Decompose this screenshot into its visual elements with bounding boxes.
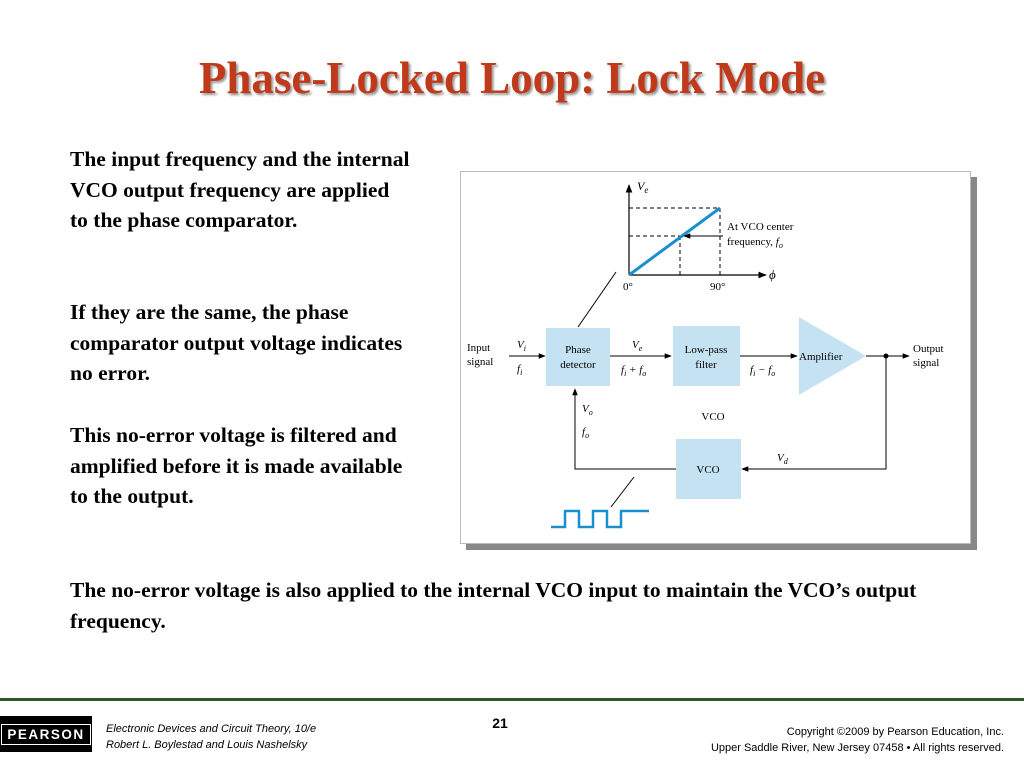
fi-minus-fo-label: fi − fo — [750, 364, 775, 378]
amplifier-block — [799, 317, 866, 395]
graph-tick-90: 90° — [710, 281, 725, 293]
graph-leader-line — [577, 271, 617, 328]
fo-label: fo — [582, 426, 589, 440]
slide-title: Phase-Locked Loop: Lock Mode — [198, 53, 826, 103]
footer-copyright-line2: Upper Saddle River, New Jersey 07458 • A… — [710, 742, 1004, 754]
page-number: 21 — [492, 715, 508, 731]
footer-copyright: Copyright ©2009 by Pearson Education, In… — [711, 724, 1004, 756]
square-wave-leader — [610, 476, 635, 508]
vco-block-label: VCO — [696, 464, 719, 476]
vco-square-wave — [551, 509, 649, 529]
vi-label: Vi — [517, 339, 526, 353]
paragraph-input-frequency: The input frequency and the internal VCO… — [70, 147, 410, 232]
vco-block — [676, 439, 741, 499]
footer-book-info: Electronic Devices and Circuit Theory, 1… — [106, 721, 316, 753]
output-label-1: Output — [913, 343, 944, 355]
paragraph-same-frequency: If they are the same, the phase comparat… — [70, 300, 403, 385]
vco-caption: VCO — [701, 411, 724, 423]
phase-detector-label-1: Phase — [565, 344, 591, 356]
fi-plus-fo-label: fi + fo — [621, 364, 646, 378]
characteristic-graph: Ve ϕ 0° 90° At VCO center frequency, fo — [577, 179, 794, 328]
pll-diagram-svg: Ve ϕ 0° 90° At VCO center frequency, fo … — [467, 179, 944, 529]
vo-label: Vo — [582, 403, 593, 417]
input-label-1: Input — [467, 342, 490, 354]
graph-x-label: ϕ — [769, 267, 776, 282]
footer-copyright-line1: Copyright ©2009 by Pearson Education, In… — [786, 726, 1004, 738]
low-pass-filter-block — [673, 326, 740, 386]
footer-book-title: Electronic Devices and Circuit Theory, 1… — [106, 723, 317, 735]
ve-label: Ve — [632, 339, 643, 353]
pearson-logo: PEARSON — [0, 716, 92, 752]
phase-detector-block — [546, 328, 610, 386]
graph-tick-0: 0° — [623, 281, 633, 293]
fi-label: fi — [517, 363, 522, 377]
phase-detector-label-2: detector — [560, 359, 596, 371]
graph-note-line1: At VCO center — [727, 221, 794, 233]
low-pass-label-2: filter — [695, 359, 717, 371]
vco-to-detector-line — [572, 388, 676, 470]
feedback-to-vco-line — [741, 356, 887, 472]
paragraph-vco-maintain: The no-error voltage is also applied to … — [70, 578, 917, 633]
low-pass-label-1: Low-pass — [685, 344, 728, 356]
input-label-2: signal — [467, 356, 493, 368]
amplifier-label: Amplifier — [799, 351, 843, 363]
vd-label: Vd — [777, 452, 789, 466]
paragraph-no-error-voltage: This no-error voltage is filtered and am… — [70, 423, 403, 508]
graph-y-label: Ve — [637, 179, 648, 195]
pearson-logo-text: PEARSON — [1, 723, 91, 745]
graph-note-line2: frequency, fo — [727, 236, 783, 250]
output-label-2: signal — [913, 357, 939, 369]
footer-divider — [0, 698, 1024, 701]
pll-block-diagram: Ve ϕ 0° 90° At VCO center frequency, fo … — [460, 171, 971, 544]
footer-book-authors: Robert L. Boylestad and Louis Nashelsky — [106, 739, 308, 751]
phase-characteristic-line — [628, 206, 721, 277]
